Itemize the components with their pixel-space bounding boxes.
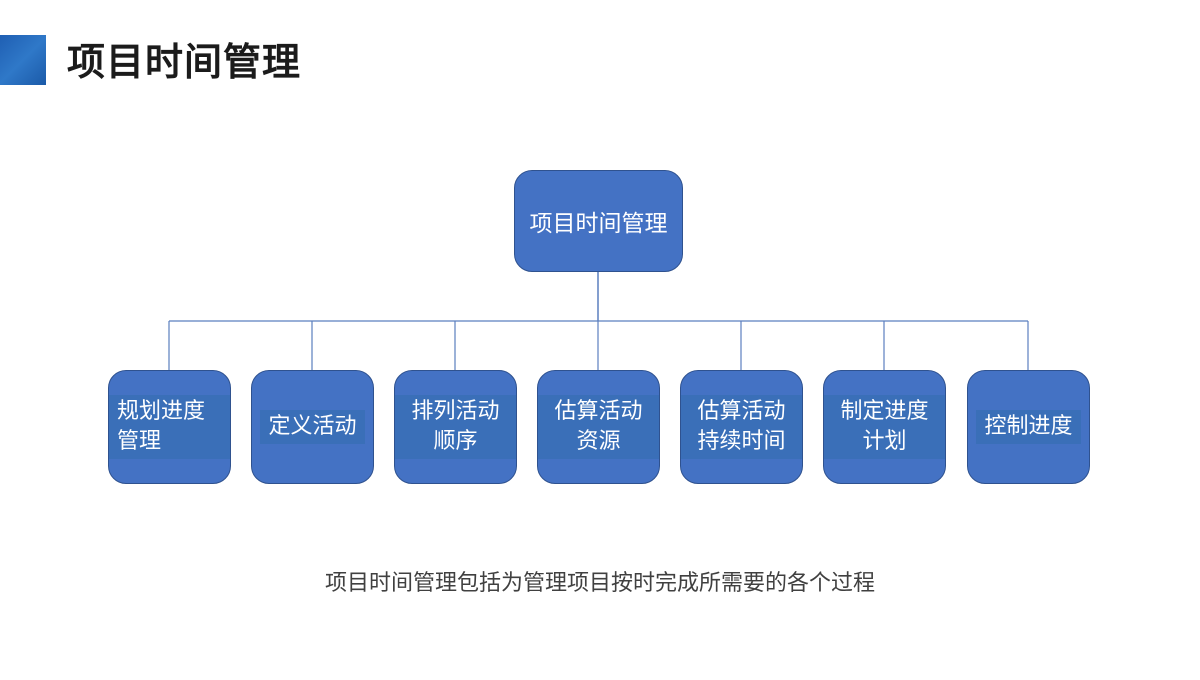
title-accent-bar — [0, 35, 46, 85]
child-node-7: 控制进度 — [967, 370, 1090, 484]
child-node-label: 定义活动 — [260, 410, 365, 444]
child-node-label: 制定进度计划 — [824, 395, 945, 459]
child-node-2: 定义活动 — [251, 370, 374, 484]
child-node-label: 估算活动资源 — [538, 395, 659, 459]
caption-text: 项目时间管理包括为管理项目按时完成所需要的各个过程 — [324, 571, 875, 596]
child-node-3: 排列活动顺序 — [394, 370, 517, 484]
child-node-1: 规划进度管理 — [108, 370, 231, 484]
child-node-5: 估算活动持续时间 — [680, 370, 803, 484]
child-node-6: 制定进度计划 — [823, 370, 946, 484]
child-node-label: 估算活动持续时间 — [681, 395, 802, 459]
child-node-label: 规划进度管理 — [109, 395, 230, 459]
child-node-label: 排列活动顺序 — [395, 395, 516, 459]
child-node-4: 估算活动资源 — [537, 370, 660, 484]
root-node-label: 项目时间管理 — [529, 211, 668, 237]
child-node-label: 控制进度 — [976, 410, 1081, 444]
page-title: 项目时间管理 — [67, 40, 302, 84]
root-node: 项目时间管理 — [514, 170, 683, 272]
